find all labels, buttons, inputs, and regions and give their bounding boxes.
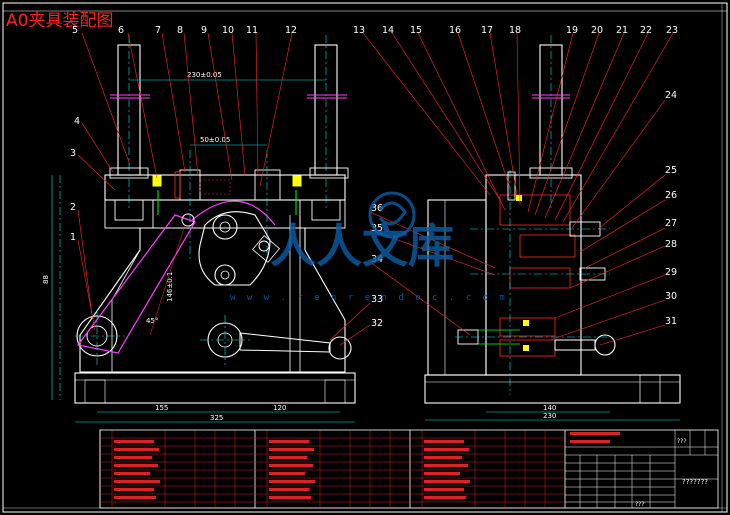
drawing-title: A0夹具装配图 [6,11,113,31]
balloon-21: 21 [616,25,628,36]
balloon-33: 33 [371,294,383,305]
balloon-26: 26 [665,190,677,201]
front-view [59,35,356,404]
balloon-2: 2 [70,202,76,213]
balloon-23: 23 [666,25,678,36]
balloon-28: 28 [665,239,677,250]
watermark-url: w w w . r e n r e n d o c . c o m [230,293,508,303]
balloon-36: 36 [371,203,383,214]
balloon-14: 14 [382,25,394,36]
side-dimensions: 140 230 [425,404,680,421]
balloon-24: 24 [665,90,677,101]
svg-text:50±0.05: 50±0.05 [200,136,230,144]
watermark: 人人文库 w w w . r e n r e n d o c . c o m [230,191,508,303]
balloon-31: 31 [665,316,677,327]
balloon-15: 15 [410,25,422,36]
balloon-17: 17 [481,25,493,36]
balloon-8: 8 [177,25,183,36]
leader-lines [77,32,674,346]
balloon-25: 25 [665,165,677,176]
balloon-4: 4 [74,116,80,127]
svg-text:155: 155 [155,404,168,412]
svg-text:325: 325 [210,414,223,422]
balloon-34: 34 [371,254,383,265]
balloon-20: 20 [591,25,603,36]
svg-text:140: 140 [543,404,556,412]
balloon-12: 12 [285,25,297,36]
balloon-18: 18 [509,25,521,36]
side-view [424,35,681,404]
balloon-13: 13 [353,25,365,36]
svg-text:88: 88 [42,275,50,284]
balloon-9: 9 [201,25,207,36]
title-block-sheet: ??? [635,501,645,508]
svg-text:120: 120 [273,404,286,412]
balloon-22: 22 [640,25,652,36]
balloon-11: 11 [246,25,258,36]
balloon-10: 10 [222,25,234,36]
watermark-text: 人人文库 [270,219,454,273]
front-dimensions: 230±0.05 50±0.05 155 120 325 88 45° 146±… [42,71,355,423]
balloon-19: 19 [566,25,578,36]
balloon-29: 29 [665,267,677,278]
balloon-1: 1 [70,232,76,243]
title-block-name: ??????? [682,478,708,486]
balloon-3: 3 [70,148,76,159]
balloon-32: 32 [371,318,383,329]
title-block-code: ??? [677,438,687,445]
balloon-7: 7 [155,25,161,36]
parts-list: ??????? ??? ??? [99,429,719,509]
svg-text:45°: 45° [146,317,158,325]
svg-text:230: 230 [543,412,556,420]
svg-text:230±0.05: 230±0.05 [187,71,222,79]
balloon-5: 5 [72,25,78,36]
balloon-6: 6 [118,25,124,36]
balloon-numbers: 1 2 3 4 5 6 7 8 9 10 11 12 13 14 15 16 1… [70,25,678,329]
balloon-27: 27 [665,218,677,229]
balloon-16: 16 [449,25,461,36]
balloon-35: 35 [371,223,383,234]
balloon-30: 30 [665,291,677,302]
svg-text:146±0.1: 146±0.1 [166,272,174,302]
